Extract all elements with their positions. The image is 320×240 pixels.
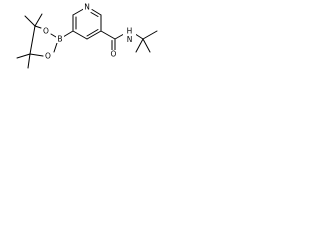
bond-c3-boron	[62, 30, 74, 38]
bond-c5-carbonyl-c	[100, 30, 116, 40]
pyridine-ring	[72, 6, 102, 40]
amide-h-label: H	[127, 27, 133, 36]
amide-nh-bg	[123, 28, 136, 45]
amide-n-label: N	[127, 35, 133, 44]
bond-methyl-2	[34, 13, 43, 27]
bond-methyl-1	[24, 15, 36, 27]
boron-bg	[56, 35, 64, 43]
bond-b-o-upper	[50, 33, 57, 38]
bond-c-c-pinacol	[29, 25, 36, 55]
bond-tbu-methyl-3	[135, 38, 144, 53]
oxygen-upper-bg	[42, 27, 50, 35]
boron-label: B	[57, 35, 62, 44]
bond-b-o-lower	[53, 42, 58, 53]
bond-methyl-3	[16, 53, 31, 59]
bond-c6-n1	[91, 9, 102, 16]
pyridine-n-bg	[83, 3, 91, 11]
carbonyl-o-label: O	[111, 50, 117, 59]
bond-n-tbu	[135, 34, 144, 40]
oxygen-lower-bg	[44, 52, 52, 60]
carbonyl-o-bg	[109, 50, 118, 59]
bond-c4-c5	[86, 30, 102, 40]
molecule-structure-diagram: N B O O O H N	[16, 3, 158, 69]
bond-c4-c5-double	[86, 29, 99, 37]
bond-tbu-methyl-1	[142, 30, 158, 40]
bond-c6-n1-double	[90, 12, 99, 17]
bond-methyl-4	[27, 53, 31, 69]
bond-c3-c4	[72, 30, 88, 40]
bond-o-upper-c	[34, 25, 42, 29]
pinacol-boronate-ring	[16, 13, 58, 69]
bond-tbu-methyl-2	[142, 38, 151, 53]
bond-o-lower-c	[29, 53, 44, 57]
oxygen-upper-label: O	[43, 27, 49, 36]
oxygen-lower-label: O	[45, 52, 51, 61]
pyridine-n-label: N	[84, 3, 90, 12]
bond-carbonyl-n	[114, 34, 124, 40]
